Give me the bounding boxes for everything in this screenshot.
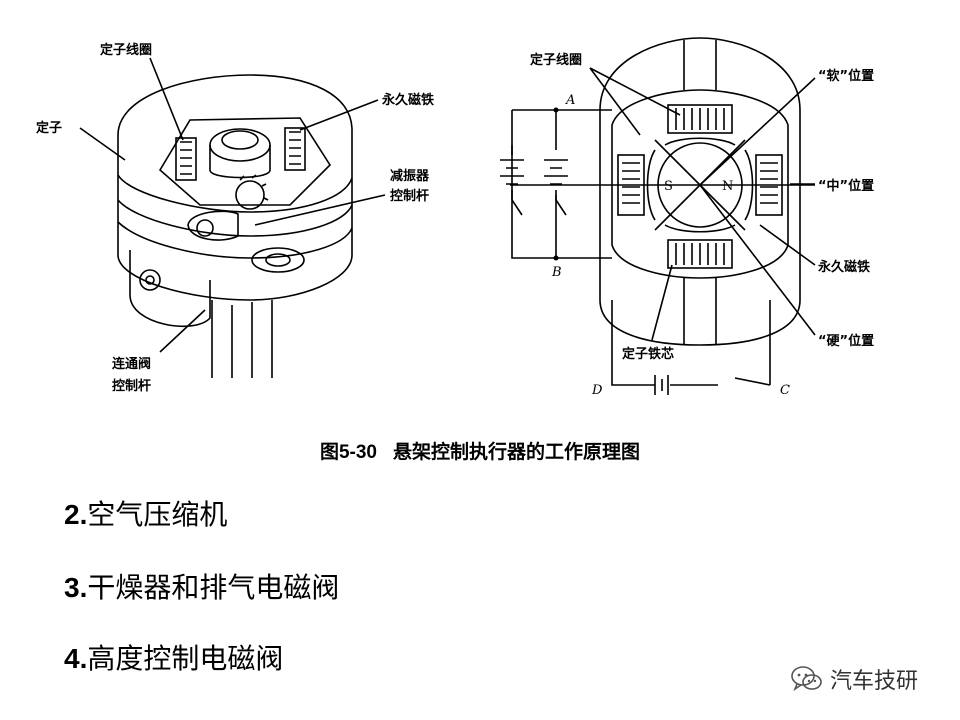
label-stator-coil-left: 定子线圈: [99, 42, 152, 58]
label-damper-rod-line2: 控制杆: [390, 188, 429, 204]
label-stator-coil-right: 定子线圈: [529, 52, 582, 68]
point-a: A: [565, 93, 575, 108]
point-b: B: [551, 265, 562, 280]
watermark-text: 汽车技研: [830, 669, 919, 694]
label-hard-position: “硬”位置: [818, 333, 874, 349]
label-stator-core: 定子铁芯: [621, 346, 674, 362]
list-item-text: 高度控制电磁阀: [87, 642, 284, 675]
label-valve-rod-line1: 连通阀: [112, 356, 151, 372]
list-item-text: 空气压缩机: [87, 498, 228, 531]
label-permanent-magnet-right: 永久磁铁: [817, 259, 870, 275]
figure-caption: 图5-30 悬架控制执行器的工作原理图: [0, 437, 960, 464]
wechat-icon: [791, 666, 822, 692]
list-item-text: 干燥器和排气电磁阀: [87, 571, 340, 604]
list-item: 3.干燥器和排气电磁阀: [64, 566, 339, 606]
label-middle-position: “中”位置: [818, 178, 874, 194]
list-item: 4.高度控制电磁阀: [64, 637, 283, 677]
list-item-number: 3.: [64, 572, 88, 603]
label-permanent-magnet-left: 永久磁铁: [381, 92, 434, 108]
figure-title: 悬架控制执行器的工作原理图: [393, 441, 641, 463]
watermark: 汽车技研: [790, 662, 950, 696]
list-item: 2.空气压缩机: [64, 493, 227, 533]
actuator-perspective-diagram: 定子线圈 定子 永久磁铁 减振器 控制杆 连通阀 控制杆: [35, 42, 434, 394]
label-valve-rod-line2: 控制杆: [112, 378, 151, 394]
list-item-number: 4.: [64, 643, 88, 674]
label-soft-position: “软”位置: [818, 68, 874, 84]
point-d: D: [591, 383, 603, 398]
list-item-number: 2.: [64, 499, 88, 530]
point-c: C: [780, 383, 790, 398]
figure-number: 图5-30: [319, 442, 377, 463]
pole-s: S: [664, 179, 673, 194]
label-damper-rod-line1: 减振器: [390, 168, 430, 184]
label-stator-left: 定子: [35, 120, 62, 136]
pole-n: N: [722, 179, 733, 194]
actuator-schematic-diagram: A B D C S N 定子线圈 “软”位置 “中”位置 永久磁铁 “硬”位置 …: [500, 37, 874, 398]
